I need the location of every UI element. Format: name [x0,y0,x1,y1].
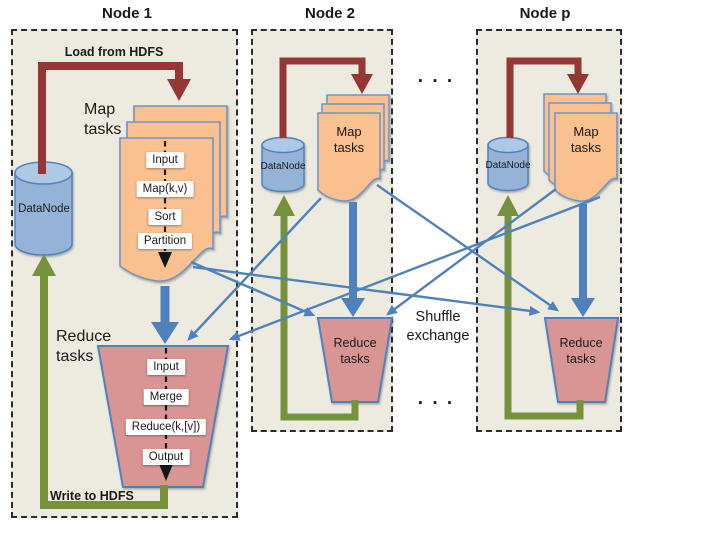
map-step-map: Map(k,v) [136,181,194,197]
reduce-tasks-label-node2: Reduce tasks [333,336,377,366]
reduce-step-reduce: Reduce(k,[v]) [125,419,207,435]
ellipsis-top: . . . [417,66,455,87]
datanode-label-nodep: DataNode [485,160,531,171]
node1-title: Node 1 [101,5,153,22]
reduce-tasks-label-nodep: Reduce tasks [559,336,603,366]
datanode-label-node1: DataNode [18,203,70,215]
reduce-step-input: Input [147,359,185,375]
ellipsis-bottom: . . . [417,388,455,409]
load-from-hdfs-label: Load from HDFS [64,45,164,59]
map-pipeline-dashes-node1 [158,141,172,268]
reduce-step-output: Output [142,449,190,465]
write-to-hdfs-label: Write to HDFS [50,489,134,503]
map-step-partition: Partition [137,233,193,249]
map-step-input: Input [146,152,184,168]
nodep-title: Node p [519,5,571,22]
reduce-tasks-label-node1: Reduce tasks [56,328,112,365]
map-tasks-label-nodep: Map tasks [570,124,602,155]
map-step-sort: Sort [148,209,182,225]
datanode-label-node2: DataNode [260,161,306,172]
map-tasks-label-node1: Map tasks [84,101,122,138]
datanode-cylinder-node2 [261,136,305,193]
map-tasks-label-node2: Map tasks [333,124,365,155]
shuffle-exchange-label: Shuffle exchange [406,309,470,344]
node2-title: Node 2 [304,5,356,22]
reduce-step-merge: Merge [143,389,189,405]
